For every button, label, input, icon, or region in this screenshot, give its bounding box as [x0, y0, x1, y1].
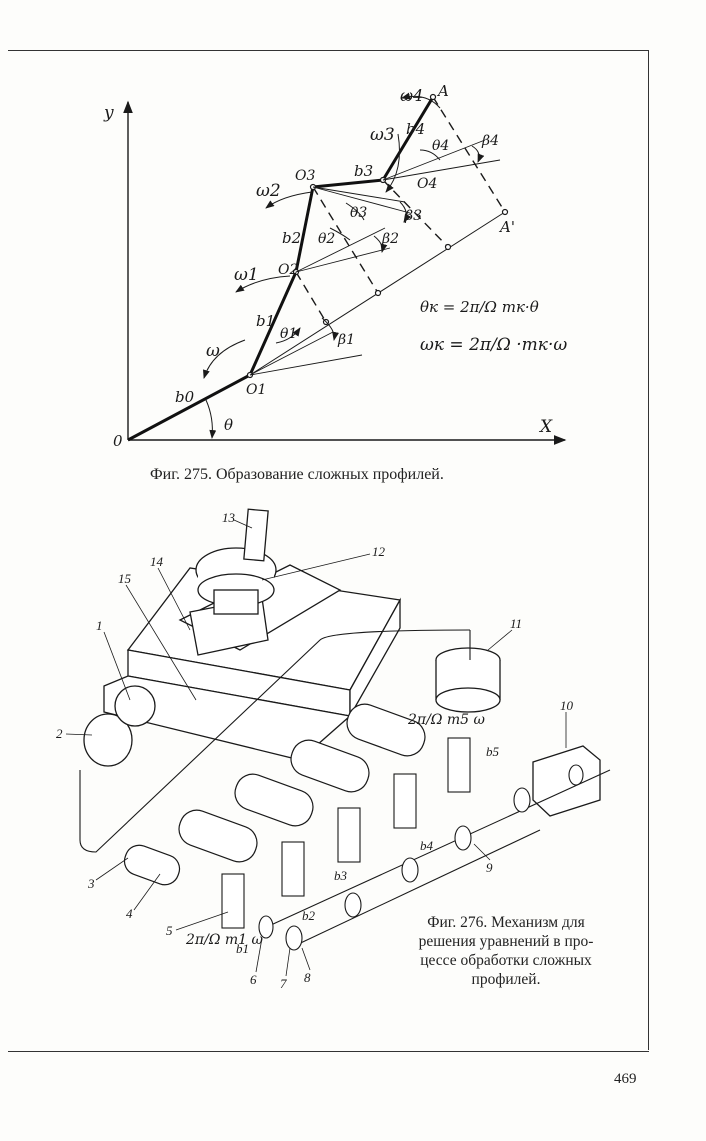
omega-arcs	[203, 92, 441, 379]
label-omega: ω	[206, 341, 220, 361]
figure-276-caption-line-4: профилей.	[471, 971, 541, 988]
label-omega2: ω2	[256, 181, 281, 201]
label-theta2: θ2	[318, 231, 335, 247]
label-O3: O3	[295, 168, 315, 184]
label-b0: b0	[175, 388, 195, 406]
label-beta3: β3	[404, 208, 422, 224]
part-number-labels: 1 2 3 4 5 6 7 8 9 10 11 12 13 14 15	[56, 510, 574, 991]
part-3: 3	[87, 876, 95, 891]
part-1: 1	[96, 618, 103, 633]
formula-theta: θк = 2π/Ω mк·θ	[420, 298, 539, 316]
part-6: 6	[250, 972, 257, 987]
projection-lines	[295, 96, 506, 323]
label-omega3: ω3	[370, 125, 395, 145]
label-b3: b3	[354, 162, 373, 180]
label-beta4: β4	[481, 133, 499, 149]
label-omega4: ω4	[400, 86, 423, 105]
label-beta2: β2	[381, 231, 399, 247]
part-11: 11	[510, 616, 522, 631]
profile-chain	[127, 96, 435, 442]
y-axis-label: y	[103, 103, 114, 123]
page-number: 469	[614, 1071, 637, 1087]
part-8: 8	[304, 970, 311, 985]
page-frame-top	[8, 50, 649, 51]
label-b1: b1	[256, 312, 275, 330]
formula-omega: ωк = 2π/Ω ·mк·ω	[420, 335, 567, 355]
x-axis-label: X	[538, 417, 553, 437]
label-theta: θ	[224, 416, 233, 434]
dim-b2: b2	[302, 908, 316, 923]
figure-276-caption: Фиг. 276. Механизм для решения уравнений…	[395, 913, 617, 989]
origin-label: 0	[113, 432, 123, 450]
part-5: 5	[166, 923, 173, 938]
label-theta4: θ4	[432, 138, 449, 154]
label-b2: b2	[282, 229, 301, 247]
formula-top: 2π/Ω m5 ω	[407, 712, 486, 728]
figure-276-caption-line-2: решения уравнений в про-	[418, 933, 594, 950]
label-O1: O1	[246, 382, 266, 398]
part-4: 4	[126, 906, 133, 921]
page-frame-right	[648, 50, 649, 1050]
label-b4: b4	[406, 120, 425, 138]
part-15: 15	[118, 571, 132, 586]
label-O4: O4	[417, 176, 437, 192]
label-A-prime: A'	[498, 218, 515, 236]
part-13: 13	[222, 510, 236, 525]
page-frame-bottom	[8, 1051, 649, 1052]
figure-276-mechanism: 1 2 3 4 5 6 7 8 9 10 11 12 13 14 15 2π/Ω…	[56, 508, 611, 991]
label-omega1: ω1	[234, 265, 259, 285]
part-14: 14	[150, 554, 164, 569]
dim-b4: b4	[420, 838, 434, 853]
dim-b3: b3	[334, 868, 348, 883]
dim-b1: b1	[236, 941, 249, 956]
part-2: 2	[56, 726, 63, 741]
reference-rays	[249, 139, 501, 376]
part-12: 12	[372, 544, 386, 559]
label-A: A	[436, 82, 449, 100]
angle-arcs	[205, 145, 485, 439]
leader-lines	[65, 519, 567, 977]
part-10: 10	[560, 698, 574, 713]
label-beta1: β1	[337, 332, 355, 348]
label-O2: O2	[278, 262, 298, 278]
figure-276-caption-line-3: цессе обработки сложных	[420, 952, 592, 969]
figure-275-diagram: y X 0	[103, 82, 567, 450]
figure-275-caption: Фиг. 275. Образование сложных профилей.	[150, 466, 444, 483]
label-theta1: θ1	[280, 326, 297, 342]
dim-b5: b5	[486, 744, 500, 759]
part-9: 9	[486, 860, 493, 875]
figure-276-caption-line-1: Фиг. 276. Механизм для	[427, 914, 585, 931]
part-7: 7	[280, 976, 287, 991]
formula-bottom: 2π/Ω m1 ω	[185, 932, 264, 948]
label-theta3: θ3	[350, 205, 367, 221]
